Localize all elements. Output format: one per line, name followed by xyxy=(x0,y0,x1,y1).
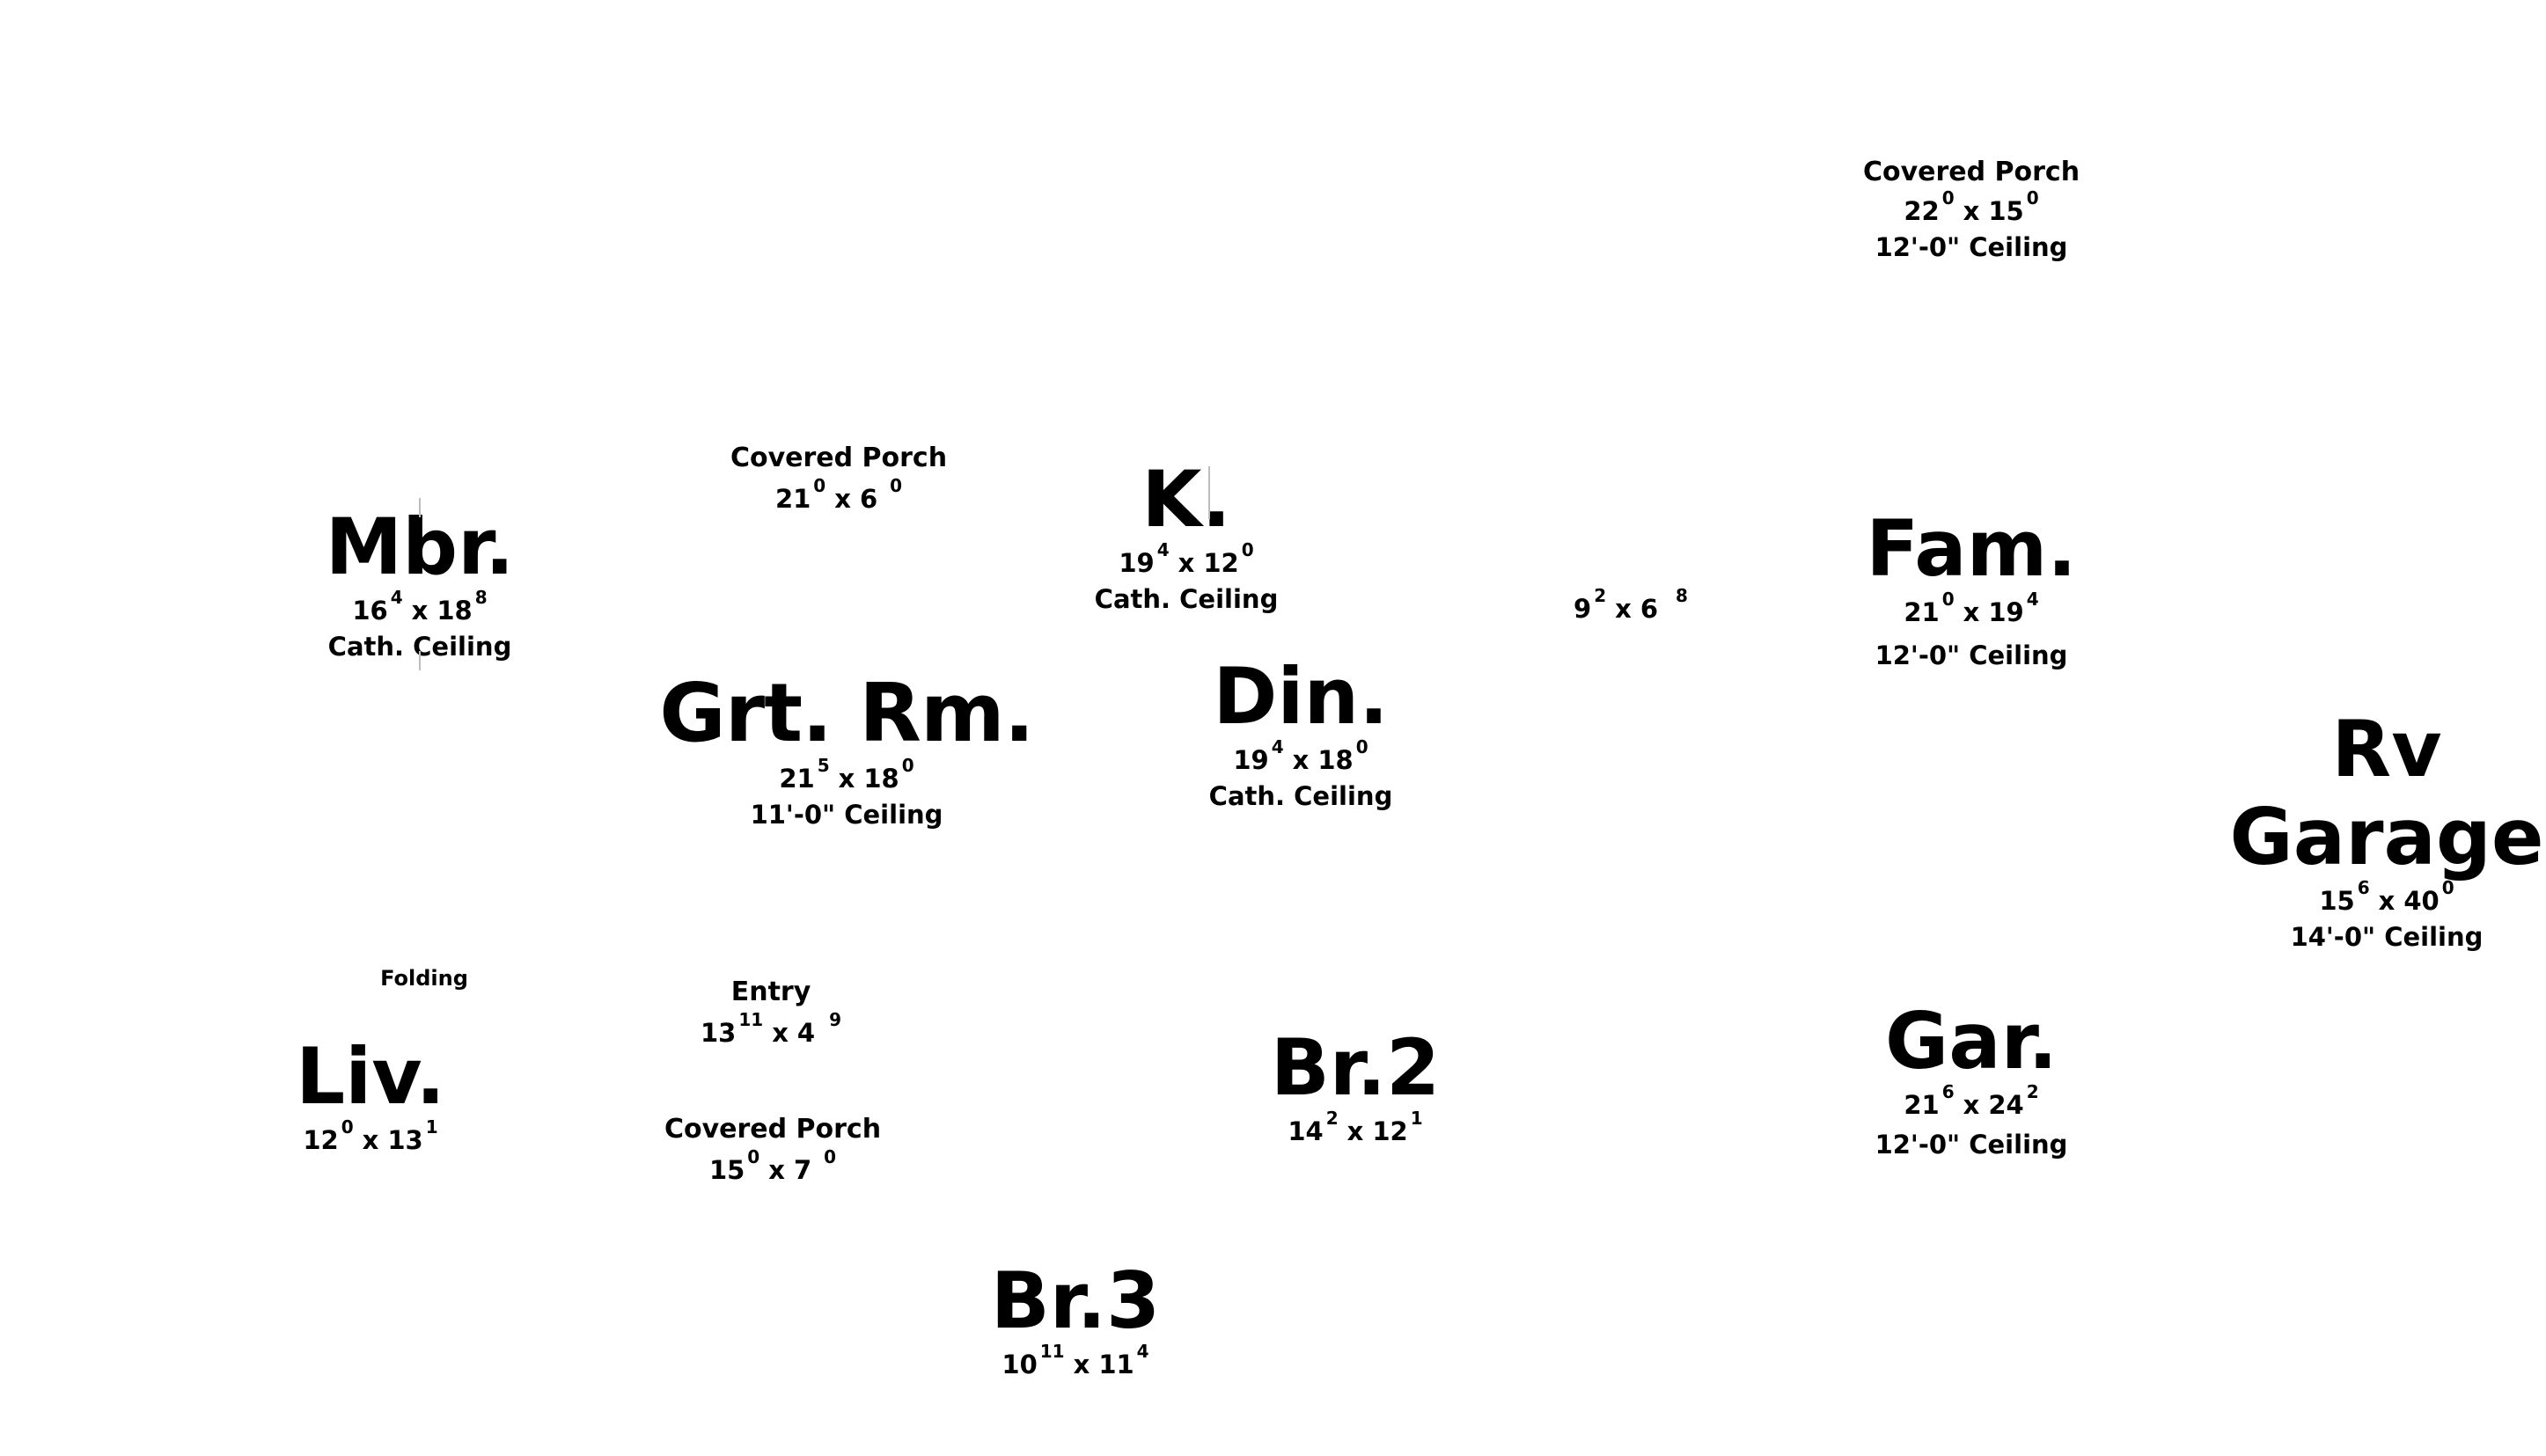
wall-tick xyxy=(1208,466,1210,519)
room-ceiling: 12'-0" Ceiling xyxy=(1875,640,2068,670)
room-name-line-1: Rv xyxy=(2331,704,2442,794)
room-name: Grt. Rm. xyxy=(659,666,1034,760)
room-name: K. xyxy=(1141,454,1231,545)
room-name: Folding xyxy=(380,966,468,991)
room-ceiling: Cath. Ceiling xyxy=(1208,781,1393,811)
room-name: Entry xyxy=(730,977,811,1007)
wall-tick xyxy=(419,651,421,670)
room-name: Covered Porch xyxy=(1862,157,2080,187)
wall-tick xyxy=(419,498,421,517)
room-name: Br.2 xyxy=(1270,1022,1441,1113)
room-ceiling: 14'-0" Ceiling xyxy=(2290,922,2484,952)
room-name: Mbr. xyxy=(325,501,515,592)
room-name: Covered Porch xyxy=(730,443,948,473)
room-name: Br.3 xyxy=(990,1255,1161,1346)
room-ceiling: 12'-0" Ceiling xyxy=(1875,232,2068,262)
room-ceiling: 12'-0" Ceiling xyxy=(1875,1130,2068,1160)
room-name: Covered Porch xyxy=(664,1114,882,1145)
room-name: Fam. xyxy=(1866,503,2077,594)
room-name: Gar. xyxy=(1885,996,2058,1087)
room-name-line-2: Garage xyxy=(2229,792,2544,882)
room-ceiling: Cath. Ceiling xyxy=(1094,584,1279,614)
room-name: Din. xyxy=(1213,651,1389,742)
room-label-folding: Folding xyxy=(380,966,468,991)
room-ceiling: 11'-0" Ceiling xyxy=(750,800,943,830)
room-name: Liv. xyxy=(296,1031,445,1122)
